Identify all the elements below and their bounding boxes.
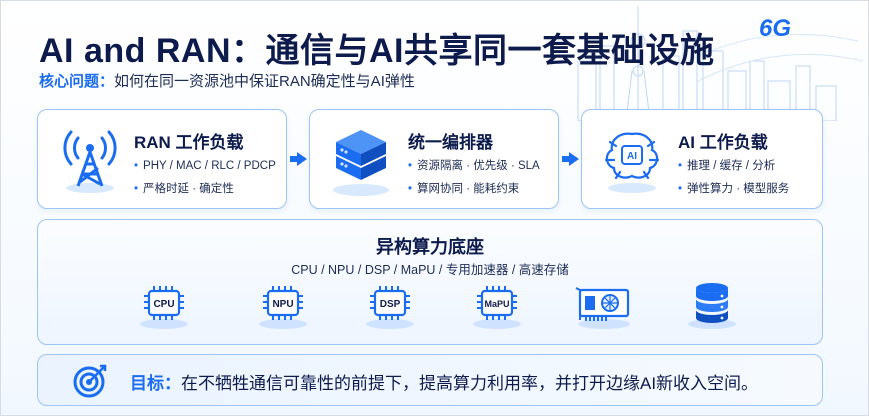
cpu-chip-icon: CPU <box>140 286 188 329</box>
page-title: AI and RAN：通信与AI共享同一套基础设施 <box>39 32 715 70</box>
dsp-chip-icon: DSP <box>366 286 414 329</box>
city-skyline-illustration <box>577 6 864 121</box>
orchestrator-list: 资源隔离 · 优先级 · SLA 算网协同 · 能耗约束 <box>408 155 540 201</box>
target-icon <box>73 364 107 398</box>
goal-label: 目标： <box>130 374 181 393</box>
ai-workload-card: AI AI 工作负载 推理 / 缓存 / 分析 弹性算力 · 模型服务 <box>581 109 823 209</box>
flow-arrow-1-tail <box>290 156 298 162</box>
list-item: 资源隔离 · 优先级 · SLA <box>408 155 540 178</box>
ai-brain-icon: AI <box>604 132 660 193</box>
core-question-label: 核心问题： <box>39 73 115 90</box>
orchestrator-card: 统一编排器 资源隔离 · 优先级 · SLA 算网协同 · 能耗约束 <box>309 109 559 209</box>
list-item: 推理 / 缓存 / 分析 <box>678 155 789 178</box>
chip-label: NPU <box>272 299 293 310</box>
chip-label: DSP <box>380 299 401 310</box>
database-storage-icon <box>688 283 736 329</box>
core-question: 核心问题：如何在同一资源池中保证RAN确定性与AI弹性 <box>39 70 415 91</box>
infra-subtitle: CPU / NPU / DSP / MaPU / 专用加速器 / 高速存储 <box>291 263 569 277</box>
core-question-text: 如何在同一资源池中保证RAN确定性与AI弹性 <box>114 73 415 90</box>
ai-workload-list: 推理 / 缓存 / 分析 弹性算力 · 模型服务 <box>678 155 789 201</box>
chip-label: MaPU <box>484 299 509 309</box>
orchestrator-title: 统一编排器 <box>408 133 493 152</box>
list-item: PHY / MAC / RLC / PDCP <box>134 155 276 178</box>
flow-arrow-1 <box>297 152 307 166</box>
server-stack-icon <box>333 130 389 196</box>
goal-banner: 目标：在不牺牲通信可靠性的前提下，提高算力利用率，并打开边缘AI新收入空间。 <box>37 354 823 406</box>
goal-body: 在不牺牲通信可靠性的前提下，提高算力利用率，并打开边缘AI新收入空间。 <box>181 374 759 393</box>
flow-arrow-2-tail <box>562 156 570 162</box>
list-item: 算网协同 · 能耗约束 <box>408 178 540 201</box>
accelerator-card-icon <box>575 287 630 329</box>
list-item: 弹性算力 · 模型服务 <box>678 178 789 201</box>
ran-workload-card: RAN 工作负载 PHY / MAC / RLC / PDCP 严格时延 · 确… <box>37 109 287 209</box>
npu-chip-icon: NPU <box>259 286 307 329</box>
ran-workload-list: PHY / MAC / RLC / PDCP 严格时延 · 确定性 <box>134 155 276 201</box>
goal-text: 目标：在不牺牲通信可靠性的前提下，提高算力利用率，并打开边缘AI新收入空间。 <box>130 369 758 394</box>
chip-label: CPU <box>153 299 174 310</box>
mapu-chip-icon: MaPU <box>473 286 521 329</box>
6g-badge: 6G <box>759 15 792 42</box>
flow-arrow-2 <box>569 152 579 166</box>
list-item: 严格时延 · 确定性 <box>134 178 276 201</box>
compute-infrastructure-panel: 异构算力底座 CPU / NPU / DSP / MaPU / 专用加速器 / … <box>37 219 823 345</box>
ai-workload-title: AI 工作负载 <box>678 133 768 152</box>
infra-title: 异构算力底座 <box>376 237 484 257</box>
svg-text:AI: AI <box>627 151 637 162</box>
antenna-tower-icon <box>63 130 117 193</box>
ran-workload-title: RAN 工作负载 <box>134 133 244 152</box>
